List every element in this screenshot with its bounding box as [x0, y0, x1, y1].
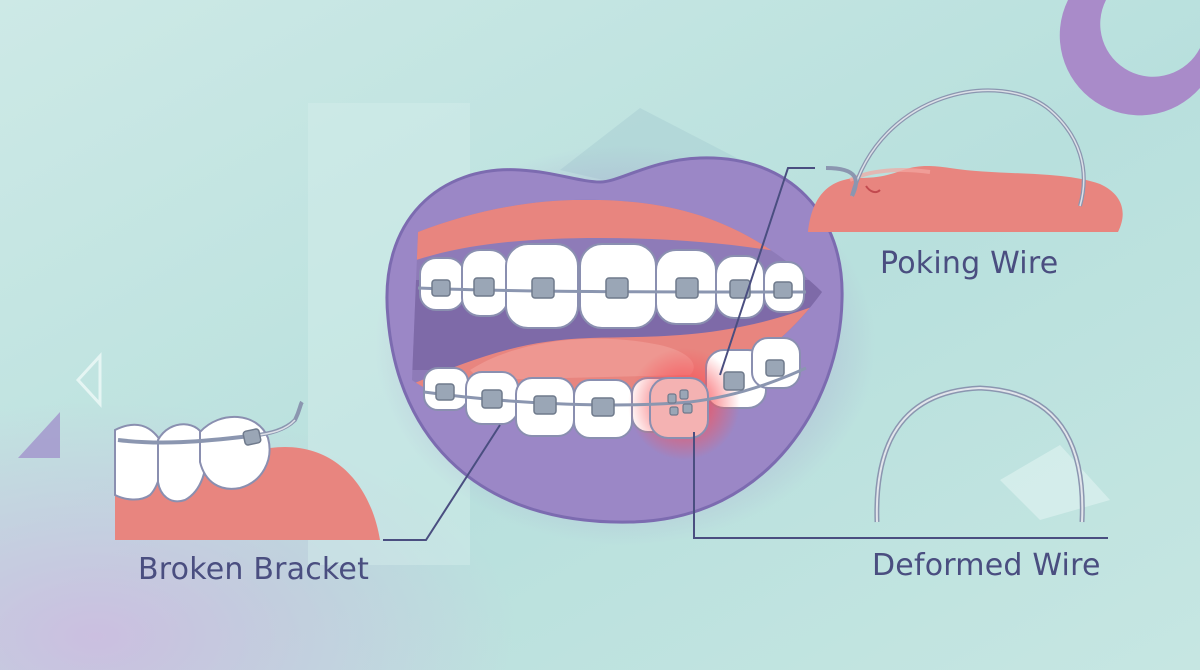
poking-wire-label: Poking Wire	[880, 246, 1059, 281]
leader-line-broken-bracket	[383, 424, 501, 541]
broken-bracket-fragments	[667, 389, 693, 416]
broken-bracket-label: Broken Bracket	[138, 552, 370, 587]
leader-line-deformed-wire	[693, 432, 1108, 539]
deformed-wire-icon	[874, 385, 1085, 523]
upper-brackets	[431, 277, 793, 299]
lower-brackets	[435, 359, 785, 417]
background-triangle	[75, 352, 102, 408]
leader-line-poking-wire	[719, 167, 815, 376]
background-triangle	[18, 412, 60, 458]
irritated-tooth	[649, 377, 709, 439]
accent-ring	[1059, 0, 1200, 116]
poking-wire-icon	[808, 88, 1123, 232]
tongue	[470, 338, 694, 380]
broken-bracket-icon	[114, 400, 380, 540]
deformed-wire-label: Deformed Wire	[872, 548, 1101, 583]
